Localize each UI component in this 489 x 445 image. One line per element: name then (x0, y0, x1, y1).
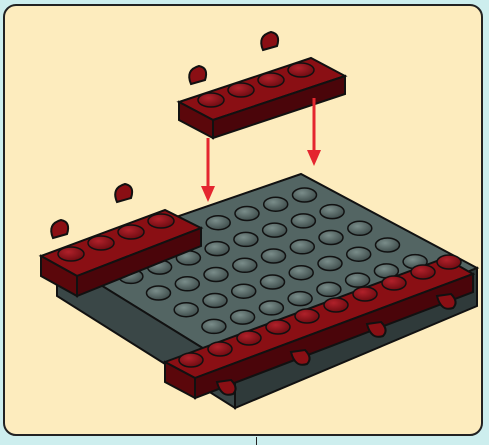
baseplate-stud (204, 240, 230, 257)
instruction-panel (3, 4, 483, 436)
baseplate-stud (230, 283, 257, 299)
clip-plate-icon (176, 30, 348, 140)
baseplate-stud (205, 214, 231, 231)
baseplate-stud (261, 222, 288, 238)
baseplate-stud (232, 257, 258, 274)
baseplate-stud (260, 248, 287, 264)
clip-plate-icon (162, 254, 476, 400)
baseplate-stud (316, 281, 342, 298)
clip-plate-icon (38, 182, 204, 298)
baseplate-stud (317, 255, 343, 272)
baseplate-stud (201, 318, 227, 335)
baseplate-stud (319, 203, 345, 220)
placement-arrow-icon (201, 98, 321, 202)
baseplate-stud (233, 231, 259, 248)
build-step-illustration (38, 30, 480, 410)
baseplate-stud (174, 276, 201, 292)
baseplate-stud (290, 213, 317, 229)
baseplate-stud (287, 290, 313, 307)
baseplate-stud (259, 274, 286, 290)
page-tick (256, 437, 257, 445)
baseplate-stud (145, 285, 172, 301)
baseplate-stud (229, 309, 256, 325)
baseplate-stud (203, 266, 229, 283)
baseplate-stud (347, 220, 373, 237)
baseplate-stud (318, 229, 344, 246)
baseplate-stud (374, 237, 401, 253)
baseplate-stud (258, 300, 285, 316)
baseplate-stud (202, 292, 228, 309)
baseplate-stud (344, 272, 371, 288)
baseplate-stud (234, 205, 260, 222)
baseplate-stud (289, 239, 316, 255)
baseplate-stud (345, 246, 372, 262)
baseplate-stud (173, 301, 199, 318)
baseplate-stud (262, 196, 289, 212)
baseplate-stud (291, 187, 318, 203)
baseplate-stud (288, 264, 314, 281)
